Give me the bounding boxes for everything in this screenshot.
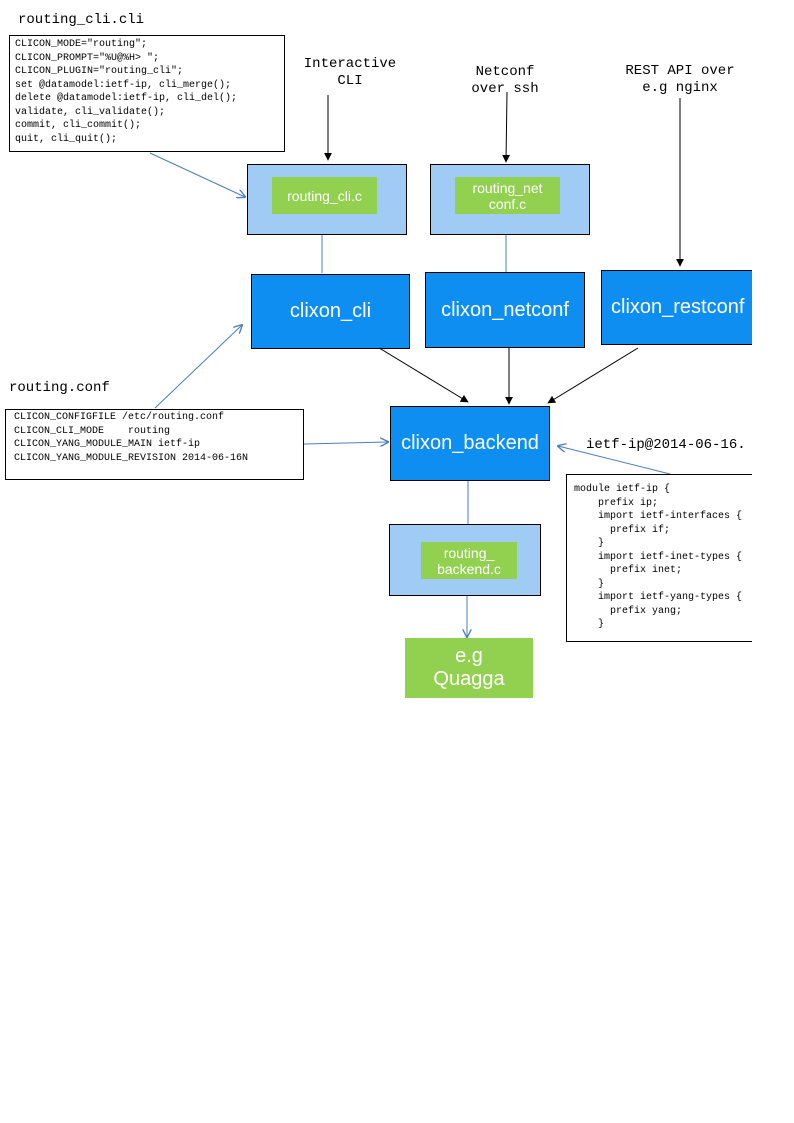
code-line: CLICON_CLI_MODE routing	[14, 425, 171, 437]
arrow-clispec-to-plugin	[149, 152, 245, 197]
ietf-ip-file-label: ietf-ip@2014-06-16.	[586, 437, 746, 453]
clixon-restconf-box: clixon_restconf	[601, 270, 752, 345]
code-line: import ietf-interfaces {	[574, 511, 743, 522]
arrow-conf-to-backend	[303, 442, 388, 444]
code-line: CLICON_PLUGIN="routing_cli";	[15, 66, 184, 77]
clixon-netconf-box: clixon_netconf	[425, 272, 585, 348]
routing-cli-plugin: routing_cli.c	[272, 177, 377, 214]
arrow-cli-to-backend	[375, 345, 469, 403]
code-line: }	[574, 538, 605, 549]
arrow-yang-to-backend	[558, 446, 671, 475]
code-line: CLICON_YANG_MODULE_MAIN ietf-ip	[14, 439, 201, 450]
code-line: import ietf-yang-types {	[574, 592, 743, 603]
routing-backend-plugin: routing_ backend.c	[421, 542, 517, 579]
code-line: }	[574, 578, 605, 590]
interactive-cli-label: Interactive CLI	[303, 56, 397, 89]
code-line: CLICON_PROMPT="%U@%H> ";	[15, 52, 160, 64]
clixon-cli-box: clixon_cli	[251, 274, 410, 349]
netconf-ssh-label: Netconf over ssh	[471, 64, 539, 97]
code-line: set @datamodel:ietf-ip, cli_merge();	[15, 79, 232, 91]
code-line: prefix if;	[574, 524, 671, 536]
routing-conf-label: routing.conf	[9, 380, 110, 396]
code-line: validate, cli_validate();	[15, 106, 166, 118]
code-line: prefix inet;	[574, 565, 683, 576]
code-line: CLICON_CONFIGFILE /etc/routing.conf	[14, 412, 225, 423]
arrow-conf-to-cli	[154, 325, 242, 409]
code-line: delete @datamodel:ietf-ip, cli_del();	[15, 93, 238, 104]
code-line: CLICON_YANG_MODULE_REVISION 2014-06-16N	[14, 452, 249, 464]
arrow-netconf-to-netconf	[502, 91, 511, 163]
yang-code-box: module ietf-ip { prefix ip; import ietf-…	[566, 474, 752, 642]
clixon-backend-box: clixon_backend	[390, 406, 550, 481]
code-line: module ietf-ip {	[574, 484, 671, 495]
routing-cli-cli-label: routing_cli.cli	[18, 12, 145, 28]
code-line: quit, cli_quit();	[15, 133, 118, 145]
cli-spec-code-box: CLICON_MODE="routing"; CLICON_PROMPT="%U…	[9, 35, 285, 152]
code-line: }	[574, 619, 605, 630]
code-line: prefix yang;	[574, 605, 683, 617]
quagga-box: e.g Quagga	[405, 638, 533, 698]
code-line: import ietf-inet-types {	[574, 551, 743, 563]
arrow-restconf-to-backend	[547, 347, 639, 404]
rest-api-label: REST API over e.g nginx	[625, 63, 735, 96]
code-line: prefix ip;	[574, 497, 659, 509]
code-line: commit, cli_commit();	[15, 120, 142, 131]
code-line: CLICON_MODE="routing";	[15, 39, 148, 50]
conf-code-box: CLICON_CONFIGFILE /etc/routing.conf CLIC…	[5, 409, 304, 480]
routing-netconf-plugin: routing_net conf.c	[455, 177, 560, 214]
